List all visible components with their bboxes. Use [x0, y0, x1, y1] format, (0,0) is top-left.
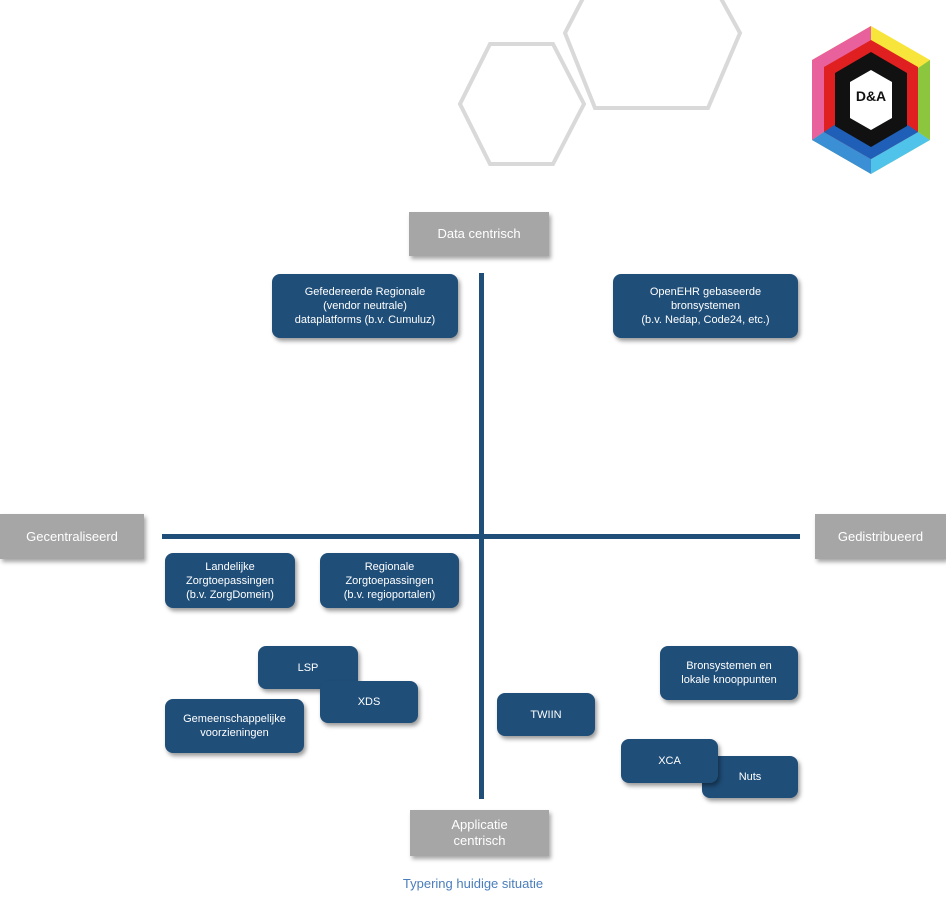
node-twiin: TWIIN [497, 693, 595, 736]
node-landelijke-zorgtoepassingen: Landelijke Zorgtoepassingen (b.v. ZorgDo… [165, 553, 295, 608]
node-gemeenschappelijke-voorzieningen: Gemeenschappelijke voorzieningen [165, 699, 304, 753]
node-openehr-bronsystemen: OpenEHR gebaseerde bronsystemen (b.v. Ne… [613, 274, 798, 338]
node-regionale-zorgtoepassingen: Regionale Zorgtoepassingen (b.v. regiopo… [320, 553, 459, 608]
decorative-hexagons [457, 0, 743, 166]
da-logo [812, 26, 930, 174]
horizontal-axis-line [162, 534, 800, 539]
axis-label-gedistribueerd: Gedistribueerd [815, 514, 946, 559]
figure-caption: Typering huidige situatie [402, 876, 544, 891]
node-bronsystemen-knooppunten: Bronsystemen en lokale knooppunten [660, 646, 798, 700]
axis-label-applicatie-centrisch: Applicatie centrisch [410, 810, 549, 856]
node-xds: XDS [320, 681, 418, 723]
axis-label-data-centrisch: Data centrisch [409, 212, 549, 256]
node-xca: XCA [621, 739, 718, 783]
axis-label-gecentraliseerd: Gecentraliseerd [0, 514, 144, 559]
node-nuts: Nuts [702, 756, 798, 798]
node-gefedereerde-regionale: Gefedereerde Regionale (vendor neutrale)… [272, 274, 458, 338]
logo-text: D&A [855, 88, 887, 104]
